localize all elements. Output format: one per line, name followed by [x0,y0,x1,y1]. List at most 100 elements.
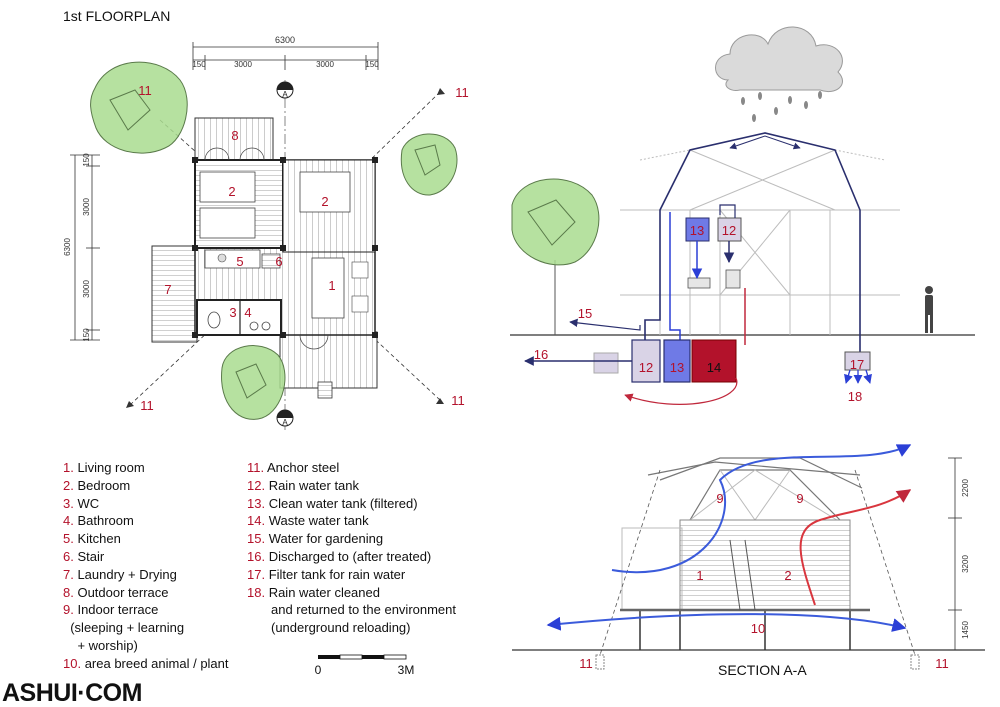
tree-bottom [221,345,286,420]
label-space-1: 1 [696,568,703,583]
anchor-arrow-icon [436,398,444,404]
person-icon [925,286,933,333]
label-kitchen: 5 [236,254,243,269]
clean-tank-ground [663,339,691,383]
label-terrace-left: 9 [716,491,723,506]
tree-section [511,178,600,335]
legend-row: 12. Rain water tank [247,477,360,493]
legend-row: 7. Laundry + Drying [63,566,177,582]
water-section: 13 12 12 13 14 17 [510,26,975,405]
section-dim-3: 1450 [961,621,970,639]
legend-row: and returned to the environment [271,602,457,618]
door-swings [204,147,329,350]
legend-left: 1. Living room 2. Bedroom 3. WC 4. Bathr… [63,459,229,673]
kitchen-counter [204,249,261,269]
section-dim-2: 3200 [961,555,970,573]
section-walls [679,519,851,611]
section-left-deck [621,527,683,611]
section-marker-top: A [276,81,294,99]
discharge-tank [593,352,619,374]
gutter-pipe [644,132,861,355]
label-rain-tank-ground: 12 [639,360,653,375]
label-laundry: 7 [164,282,171,297]
legend-row: 17. Filter tank for rain water [247,566,406,582]
label-anchor-tr: 11 [455,85,469,100]
airflow-blue-top [611,444,912,573]
top-total-dim: 6300 [275,35,295,45]
sink-icon [217,253,227,263]
legend-right: 11. Anchor steel 12. Rain water tank 13.… [247,459,456,637]
waste-tank [691,339,737,383]
label-breed-area: 10 [751,621,765,636]
label-anchor-left: 11 [579,656,593,671]
legend-row: 10. area breed animal / plant [63,655,229,671]
top-dim-1: 150 [192,60,206,69]
label-waste-tank: 14 [707,360,721,375]
label-space-2: 2 [784,568,791,583]
anchor-arrow-icon [437,88,445,95]
scale-bar: 0 3M [315,654,415,677]
label-rain-tank-top: 12 [722,223,736,238]
scale-end: 3M [398,663,415,677]
label-filter-tank: 17 [850,357,864,372]
label-living: 1 [328,278,335,293]
legend-row: 13. Clean water tank (filtered) [247,495,418,511]
stair-block [261,253,281,269]
airflow-blue-bottom [546,613,907,632]
label-bedroom-a: 2 [228,184,235,199]
front-terrace [279,331,378,389]
legend-row: (underground reloading) [271,620,411,636]
top-dim-2: 3000 [234,60,252,69]
stool [351,295,369,313]
label-returned: 18 [848,389,862,404]
section-dim-1: 2200 [961,479,970,497]
label-gardening: 15 [578,306,592,321]
ladder-rail [729,539,741,611]
section-aa: 2200 3200 1450 9 9 1 2 10 11 11 [512,444,985,671]
tree-top-right [400,133,458,196]
bed [199,171,256,203]
label-anchor-tl: 11 [138,83,152,98]
legend-row: 8. Outdoor terrace [63,584,169,600]
top-dim-4: 150 [365,60,379,69]
section-marker-bottom: A [276,409,294,427]
section-dimension [948,457,962,651]
section-title: SECTION A-A [718,662,807,678]
label-clean-tank-ground: 13 [670,360,684,375]
label-anchor-br: 11 [451,393,465,408]
left-dim-2: 3000 [82,198,91,216]
living-table [311,257,345,319]
legend-row: 6. Stair [63,548,105,564]
section-roof [647,457,863,526]
toilet-fixture [725,269,741,289]
cloud-icon [715,26,843,92]
top-dimension [192,42,379,70]
section-marker-label: A [282,90,288,99]
top-dim-3: 3000 [316,60,334,69]
front-steps [317,381,333,399]
airflow-red [799,489,912,606]
legend-row: 1. Living room [63,460,145,475]
laundry-deck [151,245,198,343]
label-outdoor-terrace: 8 [231,128,238,143]
columns [192,157,378,338]
legend-row: 9. Indoor terrace [63,602,159,618]
legend-row: 3. WC [63,495,100,511]
label-clean-tank-top: 13 [690,223,704,238]
floorplan: 6300 150 3000 3000 150 6300 150 3000 300… [63,35,469,430]
legend-row: + worship) [63,637,138,653]
left-total-dim: 6300 [63,238,72,256]
label-discharged: 16 [534,347,548,362]
label-terrace-right: 9 [796,491,803,506]
rain-drops [741,91,822,122]
stool [351,261,369,279]
left-dim-1: 150 [82,153,91,167]
scale-start: 0 [315,663,322,677]
section-marker-label: A [282,418,288,427]
left-dim-4: 150 [82,328,91,342]
tree-top-left [90,61,188,154]
legend-row: 18. Rain water cleaned [247,584,380,600]
toilet-icon [207,311,221,329]
